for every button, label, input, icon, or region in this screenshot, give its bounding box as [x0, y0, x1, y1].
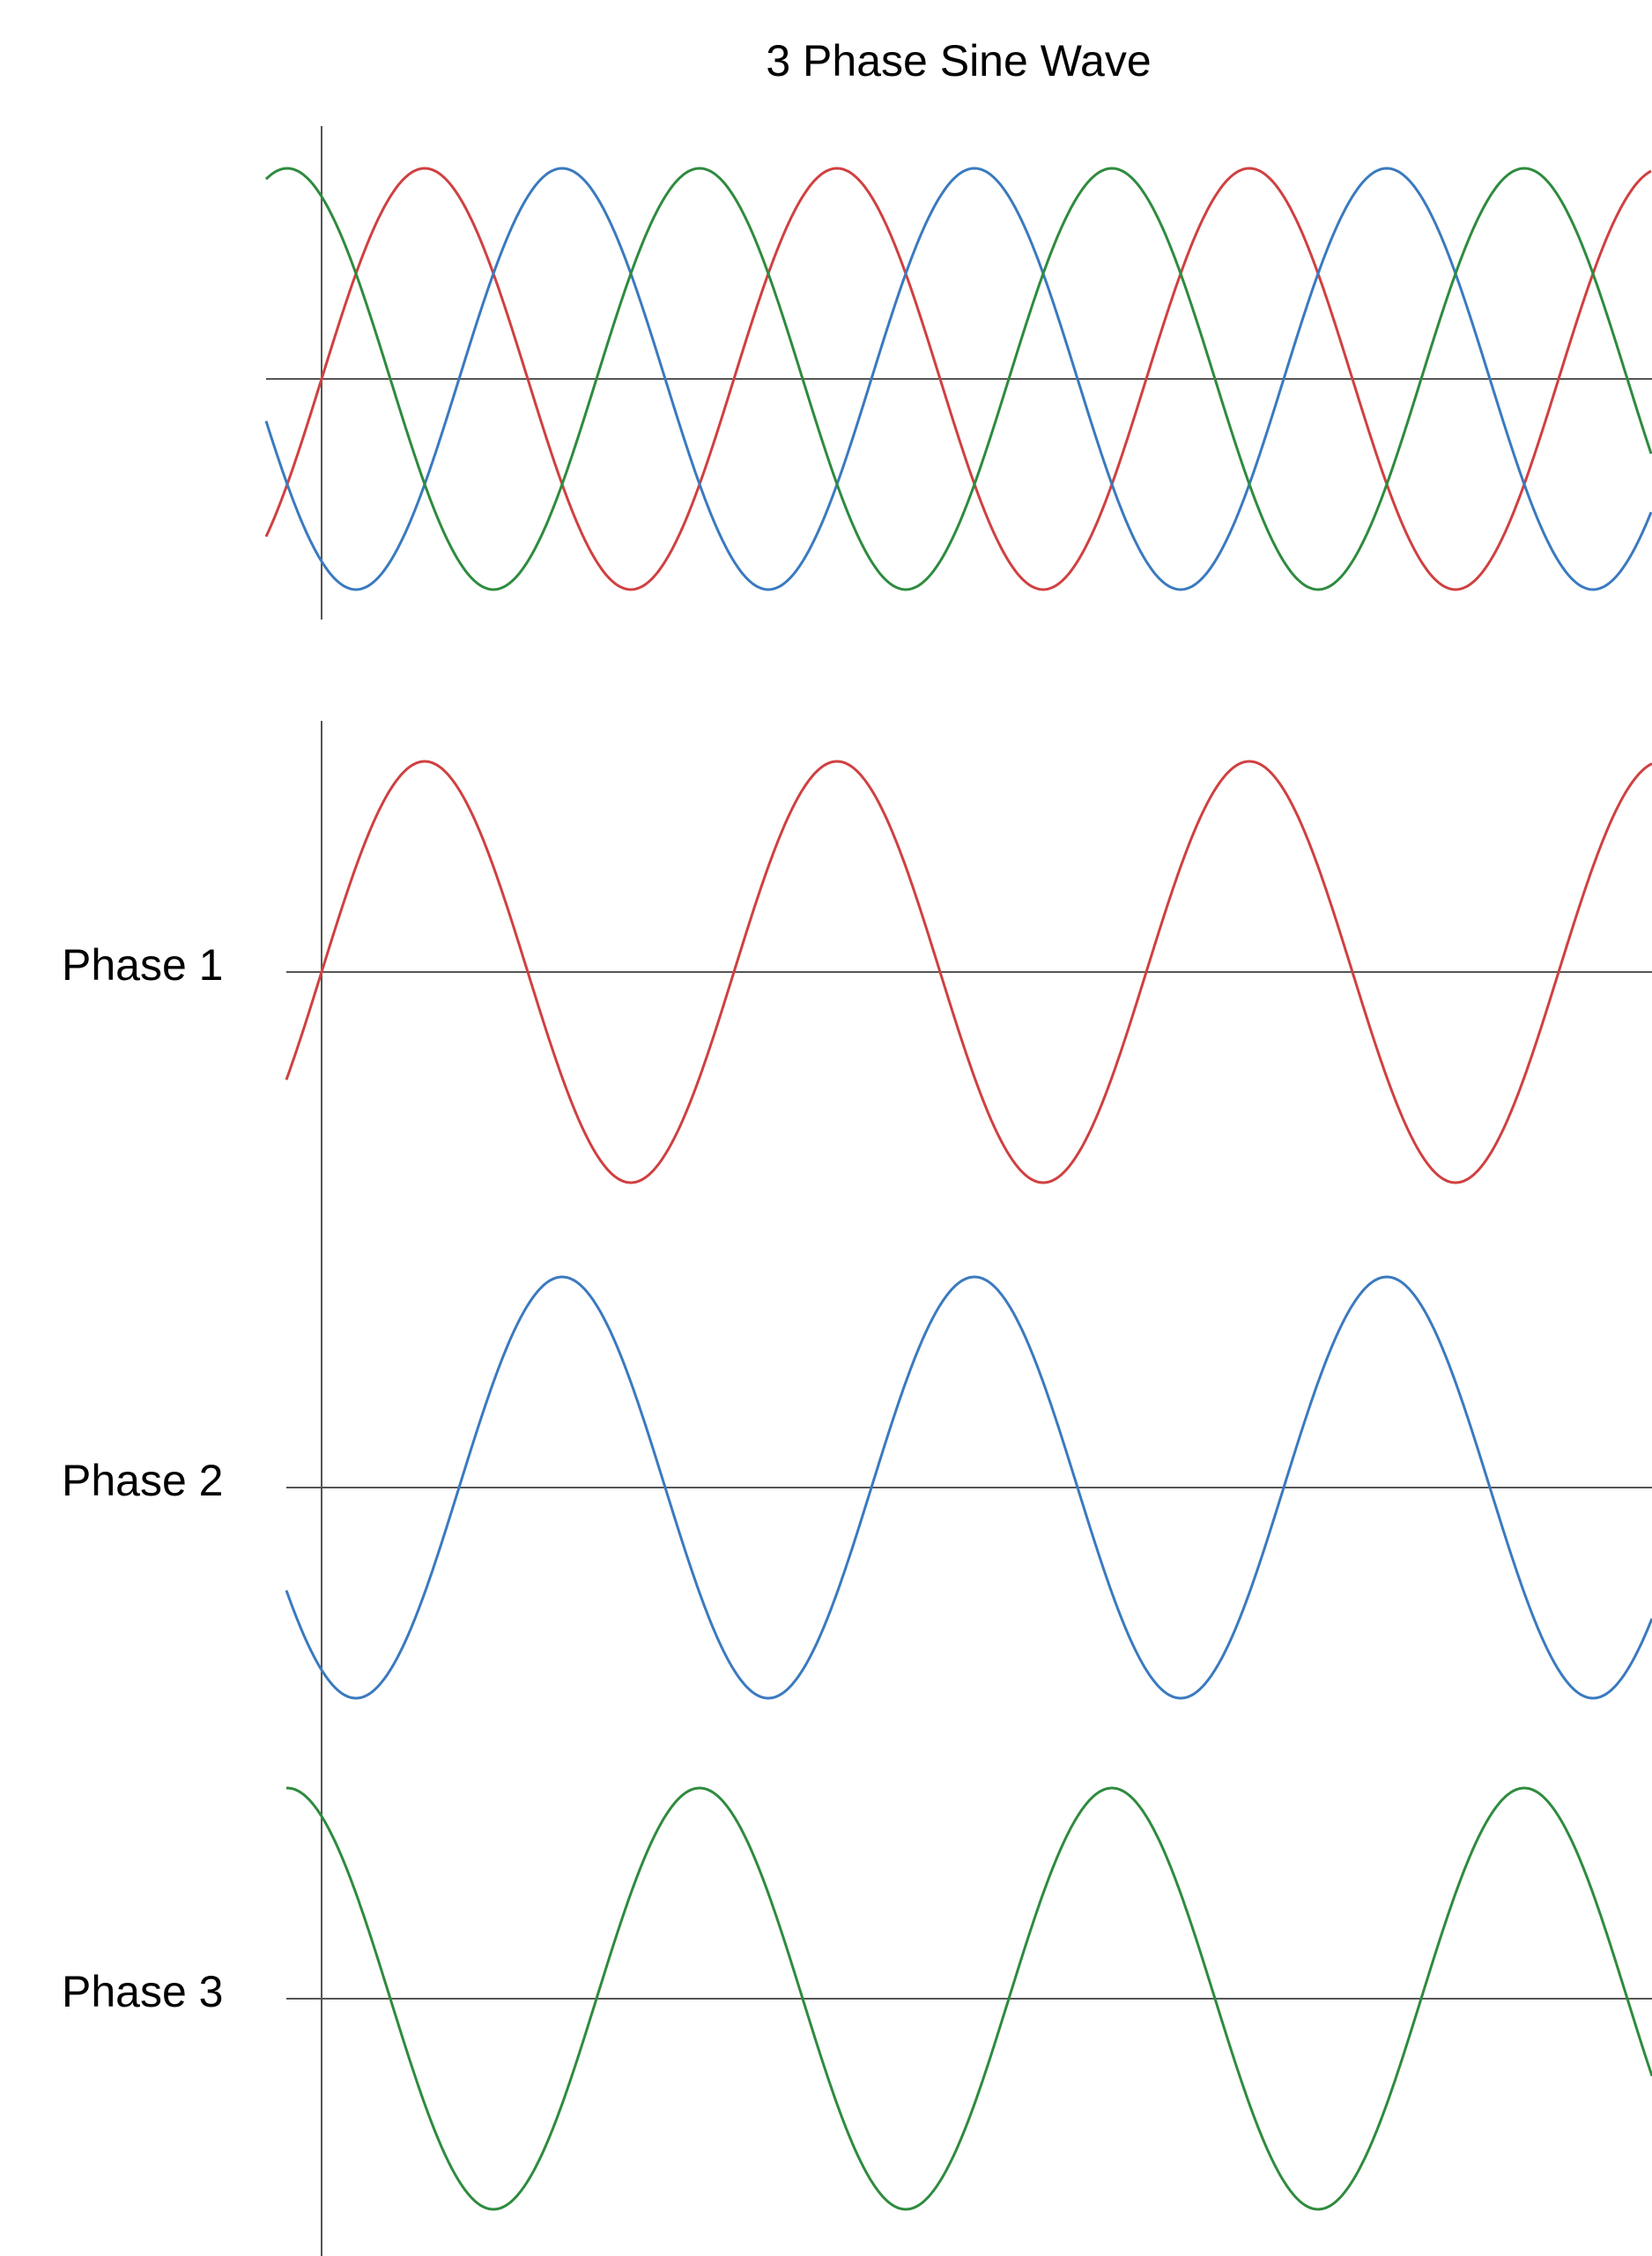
combined-phase-1-curve — [264, 167, 1652, 591]
combined-phase-2-curve — [264, 167, 1652, 591]
phase3-phase-3-curve — [286, 1786, 1652, 2211]
phase-1-label: Phase 1 — [62, 940, 224, 990]
phase2-phase-2-curve — [285, 1275, 1652, 1700]
phase-3-label: Phase 3 — [62, 1967, 224, 2016]
phase1-phase-1-curve — [285, 760, 1652, 1184]
phase-2-label: Phase 2 — [62, 1456, 224, 1505]
axes — [266, 126, 1652, 2256]
combined-phase-3-curve — [264, 167, 1652, 591]
wave-curves — [264, 167, 1652, 2211]
chart-title: 3 Phase Sine Wave — [766, 36, 1152, 85]
